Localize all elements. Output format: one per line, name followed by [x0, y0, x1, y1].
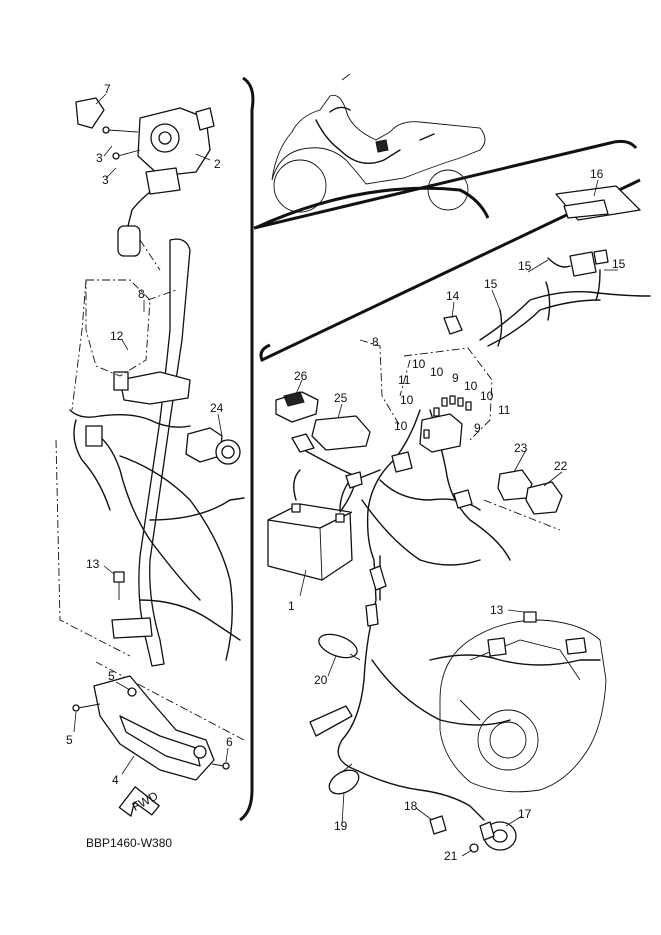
bracket [111, 617, 153, 639]
callout-22: 22 [554, 459, 568, 473]
callout-3b: 3 [102, 173, 109, 187]
callout-13b: 13 [490, 603, 504, 617]
callout-13a: 13 [86, 557, 100, 571]
callout-15c: 15 [484, 277, 498, 291]
callout-26: 26 [294, 369, 308, 383]
screw-5b [72, 704, 80, 712]
callout-1: 1 [288, 599, 295, 613]
callout-9a: 9 [452, 371, 459, 385]
callout-21: 21 [444, 849, 458, 863]
callout-19: 19 [334, 819, 348, 833]
coupler-cap [117, 225, 141, 257]
callout-14: 14 [446, 289, 460, 303]
main-harness [303, 339, 511, 821]
left-frame-harness [69, 238, 245, 667]
callout-8a: 8 [138, 287, 145, 301]
scooter-silhouette [271, 73, 486, 213]
callout-9b: 9 [474, 421, 481, 435]
screw-6 [222, 762, 230, 770]
fwd-arrow-icon: FWD [118, 786, 161, 817]
callout-11a: 11 [398, 373, 411, 387]
callout-16: 16 [590, 167, 604, 181]
callout-10f: 10 [394, 419, 408, 433]
callout-10d: 10 [400, 393, 414, 407]
callout-5a: 5 [108, 669, 115, 683]
callout-10b: 10 [430, 365, 444, 379]
engine-area [309, 611, 607, 853]
callout-25: 25 [334, 391, 348, 405]
callout-2: 2 [214, 157, 221, 171]
connector-12 [113, 371, 129, 391]
callout-3a: 3 [96, 151, 103, 165]
frame-down-tube [138, 238, 191, 667]
bolt-13 [113, 571, 125, 583]
callout-20: 20 [314, 673, 328, 687]
sensor-18 [429, 815, 447, 835]
bottom-cover-assembly [72, 675, 230, 781]
relay [85, 425, 103, 447]
callout-6: 6 [226, 735, 233, 749]
drawing-code: BBP1460-W380 [86, 836, 172, 850]
callout-10c: 10 [464, 379, 478, 393]
panel-dividers [239, 76, 641, 822]
callout-8b: 8 [372, 335, 379, 349]
main-switch-assembly [75, 97, 215, 257]
grip [309, 705, 353, 737]
callout-10e: 10 [480, 389, 494, 403]
connector-15 [569, 251, 597, 277]
callout-labels: 7 3 3 2 8 12 24 13 5 5 6 4 16 15 15 15 1… [66, 82, 626, 863]
callout-7: 7 [104, 82, 111, 96]
callout-10a: 10 [412, 357, 426, 371]
clamp-19 [328, 769, 360, 795]
callout-12: 12 [110, 329, 124, 343]
fuses [423, 395, 472, 439]
left-dashed-guides [55, 239, 245, 741]
callout-15b: 15 [612, 257, 626, 271]
leader-lines [73, 93, 618, 857]
callout-5b: 5 [66, 733, 73, 747]
connector [391, 451, 413, 473]
clip-14 [443, 315, 463, 335]
battery-area [267, 391, 371, 581]
callout-15a: 15 [518, 259, 532, 273]
callout-24: 24 [210, 401, 224, 415]
callout-11b: 11 [498, 403, 511, 417]
clamps [318, 633, 361, 795]
relay-25 [311, 415, 371, 451]
callout-4: 4 [112, 773, 119, 787]
relays-22-23 [483, 469, 563, 531]
fuse-box [419, 413, 463, 453]
frame-head [119, 371, 191, 405]
switch-connector [145, 167, 181, 195]
bracket-7 [75, 97, 105, 129]
callout-23: 23 [514, 441, 528, 455]
callout-17: 17 [518, 807, 532, 821]
callout-18: 18 [404, 799, 418, 813]
clamp-20 [318, 633, 358, 659]
relay-22 [525, 481, 563, 515]
bolt-13b [523, 611, 537, 623]
